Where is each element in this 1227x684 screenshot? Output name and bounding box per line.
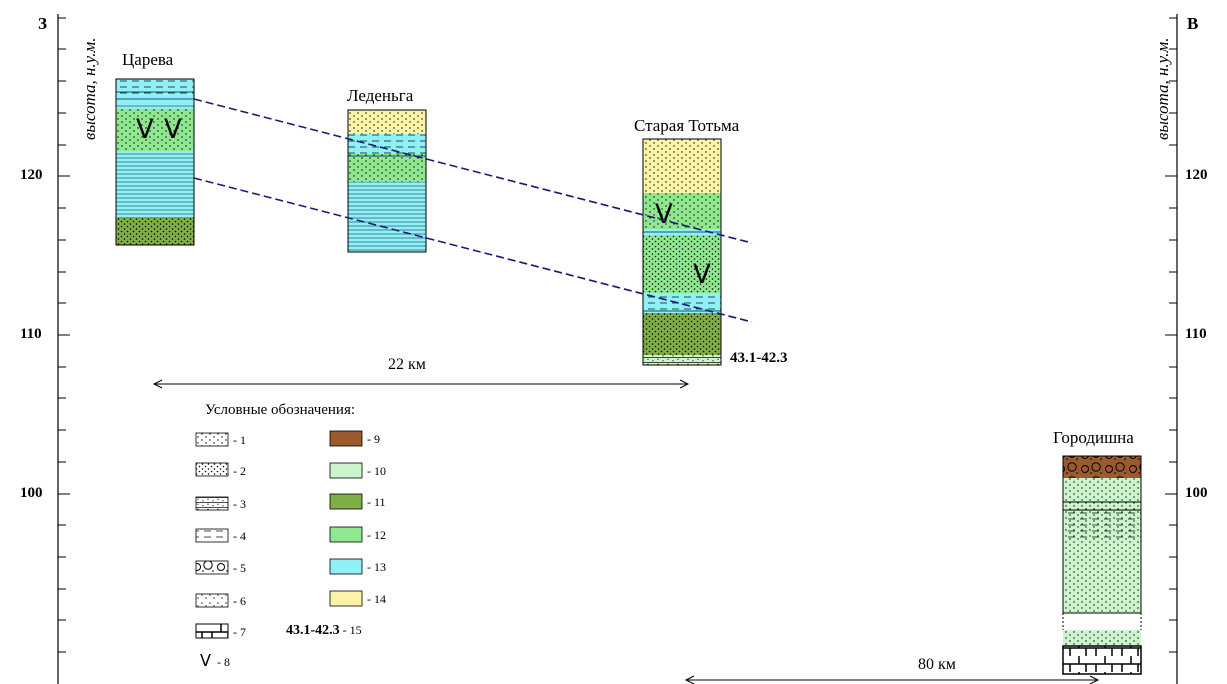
column-tsareva: ᐯ ᐯ bbox=[116, 79, 194, 245]
right-axis bbox=[1165, 14, 1178, 684]
tick-label-100-right: 100 bbox=[1185, 485, 1208, 501]
dating-label: 43.1-42.3 bbox=[730, 350, 788, 366]
legend-item-15-number: - 15 bbox=[342, 623, 362, 637]
legend-title: Условные обозначения: bbox=[205, 402, 356, 418]
legend-item-9: - 9 bbox=[367, 432, 380, 446]
distance-label-80: 80 км bbox=[918, 656, 956, 673]
legend-item-8: - 8 bbox=[217, 655, 230, 669]
column-staraya-totma: ᐯ ᐯ bbox=[643, 139, 721, 365]
svg-text:ᐯ: ᐯ bbox=[200, 651, 211, 670]
legend-symbols: ᐯ bbox=[195, 430, 363, 670]
legend-item-2: - 2 bbox=[233, 464, 246, 478]
section-title-ledenga: Леденьга bbox=[347, 86, 414, 105]
correlation-line-upper bbox=[193, 98, 753, 244]
legend-item-13: - 13 bbox=[367, 560, 386, 574]
legend-item-6: - 6 bbox=[233, 594, 246, 608]
outline-staraya-totma bbox=[642, 138, 722, 366]
tick-label-120-right: 120 bbox=[1185, 167, 1208, 183]
legend-item-5: - 5 bbox=[233, 561, 246, 575]
svg-text:ᐯ: ᐯ bbox=[164, 115, 182, 145]
west-direction-label: З bbox=[38, 14, 47, 33]
tick-label-120-left: 120 bbox=[20, 167, 43, 183]
y-axis-label-right: высота, н.у.м. bbox=[1153, 37, 1172, 140]
svg-text:ᐯ: ᐯ bbox=[655, 200, 673, 230]
east-direction-label: В bbox=[1187, 14, 1199, 33]
legend-item-15-sample: 43.1-42.3 bbox=[286, 623, 340, 638]
outline-tsareva bbox=[115, 78, 195, 246]
legend-item-12: - 12 bbox=[367, 528, 386, 542]
legend-item-7: - 7 bbox=[233, 625, 246, 639]
tick-label-110-left: 110 bbox=[20, 326, 42, 342]
tick-label-110-right: 110 bbox=[1185, 326, 1207, 342]
outline-ledenga bbox=[347, 109, 427, 253]
legend-item-11: - 11 bbox=[367, 495, 386, 509]
distance-label-22: 22 км bbox=[388, 356, 426, 373]
legend-item-10: - 10 bbox=[367, 464, 386, 478]
outline-gorodishna bbox=[1062, 455, 1142, 614]
column-ledenga bbox=[348, 110, 426, 252]
column-gorodishna bbox=[1062, 456, 1142, 675]
legend-item-1: - 1 bbox=[233, 433, 246, 447]
legend-item-14: - 14 bbox=[367, 592, 386, 606]
correlation-line-lower bbox=[193, 177, 753, 323]
section-title-tsareva: Царева bbox=[122, 50, 174, 69]
section-title-staraya-totma: Старая Тотьма bbox=[634, 116, 740, 135]
tick-label-100-left: 100 bbox=[20, 485, 43, 501]
legend-item-4: - 4 bbox=[233, 529, 246, 543]
svg-text:ᐯ: ᐯ bbox=[136, 115, 154, 145]
svg-text:ᐯ: ᐯ bbox=[693, 260, 711, 290]
left-axis bbox=[57, 14, 70, 684]
y-axis-label-left: высота, н.у.м. bbox=[80, 37, 99, 140]
legend-item-3: - 3 bbox=[233, 497, 246, 511]
legend-item-15: 43.1-42.3 - 15 bbox=[286, 623, 362, 639]
section-title-gorodishna: Городишна bbox=[1053, 428, 1134, 447]
